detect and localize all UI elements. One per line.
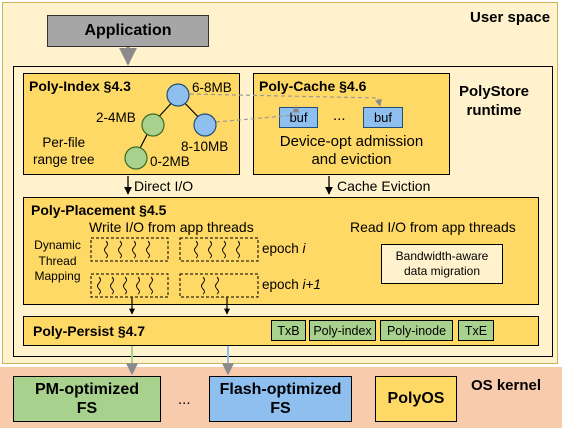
- dynamic-thread-mapping-label: Dynamic Thread Mapping: [34, 238, 81, 283]
- epoch-i1-prefix: epoch: [262, 277, 303, 292]
- cache-ellipsis: ...: [333, 107, 346, 124]
- application-box: Application: [47, 15, 209, 47]
- poly-index-desc: Per-file range tree: [33, 135, 95, 167]
- epoch-i-label: epoch i: [262, 241, 306, 256]
- tree-label-0-2mb: 0-2MB: [150, 154, 190, 169]
- placement-to-persist-arrows: [129, 297, 230, 315]
- epoch-i1-var: i+1: [302, 277, 321, 292]
- chip-txe: TxE: [458, 320, 494, 341]
- epoch-i-prefix: epoch: [262, 241, 303, 256]
- thread-group-epoch-i-left: [90, 237, 169, 262]
- runtime-label: PolyStore runtime: [459, 83, 530, 119]
- tree-node-8-10mb: [193, 113, 217, 137]
- poly-cache-title: Poly-Cache §4.6: [259, 78, 367, 94]
- epoch-i-var: i: [302, 241, 306, 256]
- thread-group-epoch-i1-left: [90, 273, 169, 298]
- thread-groups: [90, 237, 259, 298]
- thread-squiggles: [97, 240, 240, 295]
- poly-cache-desc: Device-opt admission and eviction: [279, 133, 424, 168]
- direct-io-label: Direct I/O: [134, 178, 194, 194]
- chip-poly-inode: Poly-inode: [380, 320, 453, 341]
- kernel-ellipsis: ...: [178, 391, 191, 408]
- thread-group-epoch-i-right: [179, 237, 259, 262]
- chip-txb: TxB: [271, 320, 306, 341]
- bandwidth-migration-box: Bandwidth-aware data migration: [381, 244, 503, 284]
- tree-label-8-10mb: 8-10MB: [181, 139, 228, 154]
- buffer-block-2: buf: [363, 107, 403, 128]
- poly-persist-title: Poly-Persist §4.7: [33, 323, 146, 339]
- pm-optimized-fs-box: PM-optimized FS: [13, 376, 161, 422]
- epoch-i1-label: epoch i+1: [262, 277, 321, 292]
- buffer-block-1: buf: [279, 107, 318, 128]
- cache-eviction-label: Cache Eviction: [337, 178, 431, 194]
- os-kernel-label: OS kernel: [471, 377, 542, 394]
- tree-to-buffer-pointers: [189, 93, 382, 123]
- tree-node-0-2mb: [124, 146, 148, 170]
- polyos-box: PolyOS: [375, 376, 457, 422]
- tree-node-6-8mb: [166, 83, 190, 107]
- poly-placement-title: Poly-Placement §4.5: [31, 202, 167, 218]
- tree-node-2-4mb: [141, 113, 165, 137]
- read-io-label: Read I/O from app threads: [350, 219, 516, 235]
- tree-label-6-8mb: 6-8MB: [192, 80, 232, 95]
- tree-label-2-4mb: 2-4MB: [96, 110, 136, 125]
- thread-group-epoch-i1-right: [179, 273, 259, 298]
- poly-cache-box: [253, 73, 450, 175]
- chip-poly-index: Poly-index: [309, 320, 376, 341]
- flash-optimized-fs-box: Flash-optimized FS: [209, 376, 352, 422]
- user-space-label: User space: [470, 9, 551, 26]
- write-io-label: Write I/O from app threads: [89, 219, 254, 235]
- poly-index-title: Poly-Index §4.3: [29, 78, 131, 94]
